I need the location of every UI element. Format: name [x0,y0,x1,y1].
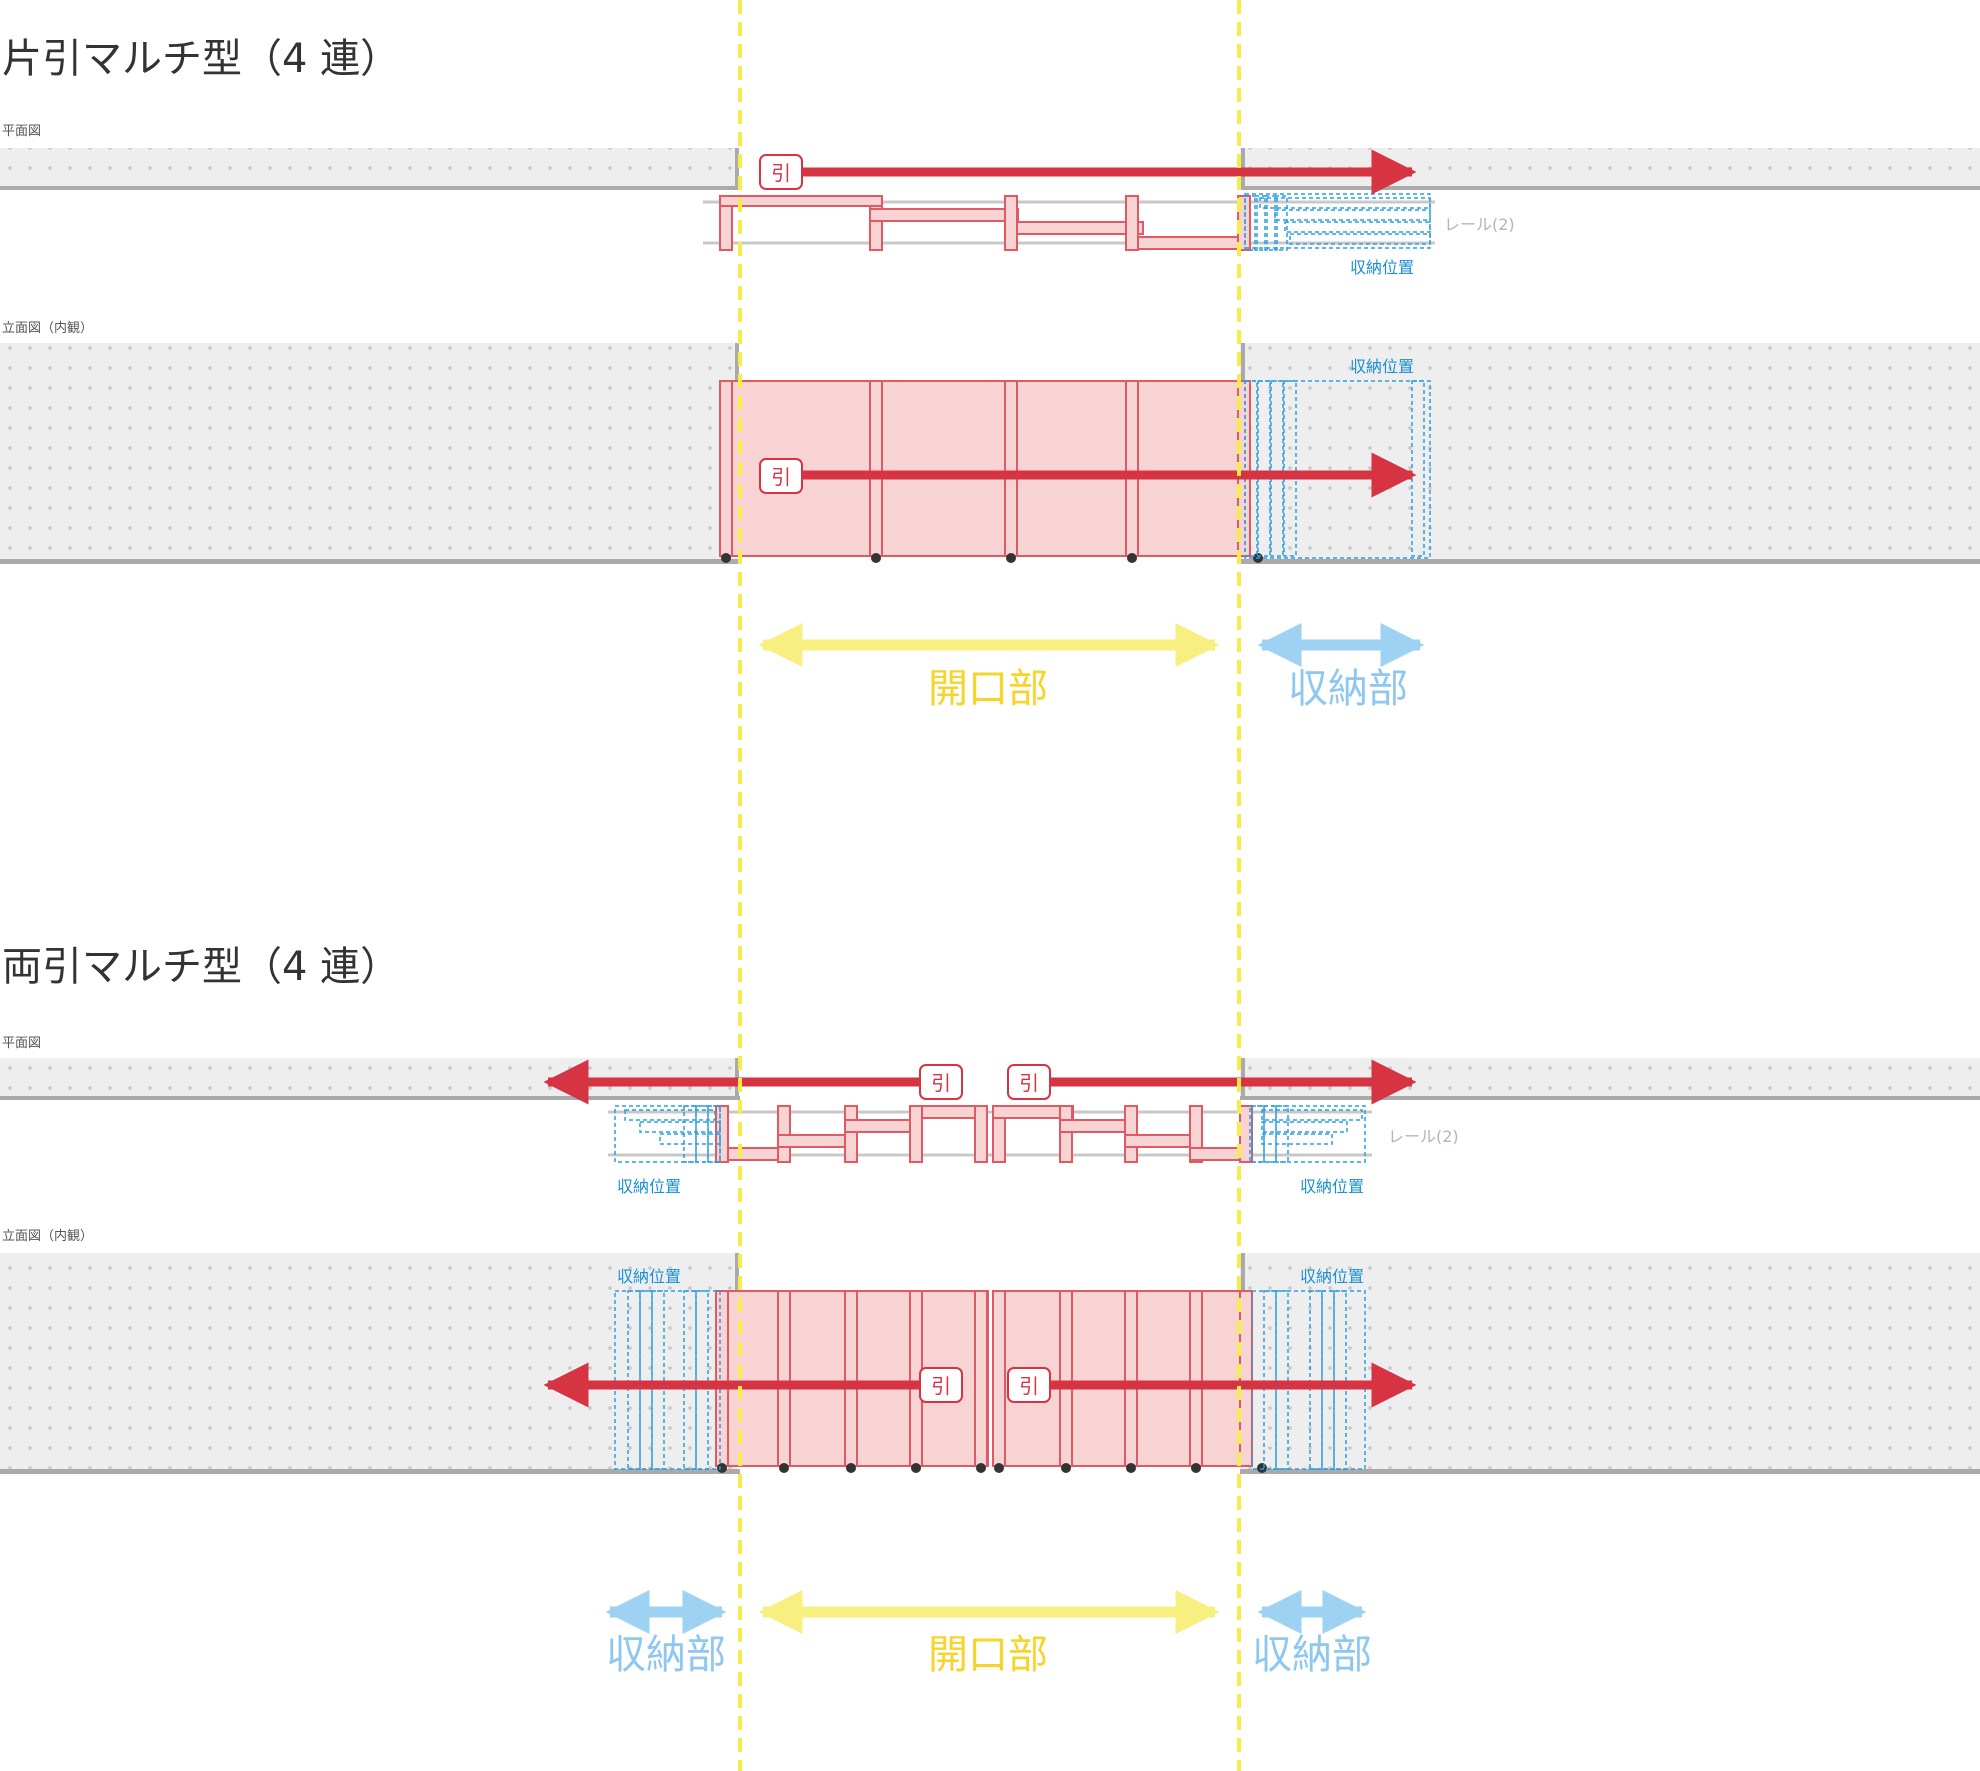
single-elevation-storage-position: 収納位置 [1350,357,1414,376]
svg-text:引: 引 [771,161,791,185]
double-plan-door-panels [715,1105,1253,1163]
svg-text:引: 引 [931,1071,951,1095]
single-elevation-pull-tag: 引 [759,458,803,494]
single-plan-pull-tag: 引 [759,154,803,190]
single-storage-label: 収納部 [1288,666,1408,712]
double-rail-label: レール(2) [1388,1127,1459,1146]
double-elevation-storage-outline-right [1251,1290,1366,1470]
double-elevation-label: 立面図（内観） [2,1228,93,1244]
svg-text:引: 引 [1019,1374,1039,1398]
double-plan-wall-right [1240,1058,1980,1100]
single-plan-storage-outline [1244,193,1431,251]
double-plan-label: 平面図 [2,1036,41,1051]
svg-text:引: 引 [1019,1071,1039,1095]
double-elevation-wall-right [1240,1253,1980,1474]
single-plan-wall-left [0,148,740,190]
double-plan-storage-outline-left [614,1105,721,1163]
double-plan-storage-outline-right [1249,1105,1366,1163]
double-elevation-pull-tag-right: 引 [1007,1367,1051,1403]
double-storage-label-left: 収納部 [606,1632,726,1678]
double-elevation-storage-position-right: 収納位置 [1300,1267,1364,1286]
double-plan-storage-position-right: 収納位置 [1300,1177,1364,1196]
single-elevation-label: 立面図（内観） [2,320,93,336]
opening-guide-lines [738,0,1241,1771]
svg-text:引: 引 [931,1374,951,1398]
single-plan-storage-position: 収納位置 [1350,258,1414,277]
section-double-title: 両引マルチ型（4 連） [2,944,400,990]
double-elevation-storage-position-left: 収納位置 [617,1267,681,1286]
double-elevation-wall-left [0,1253,740,1474]
double-elevation-door [715,1290,1267,1473]
single-opening-label: 開口部 [928,666,1048,712]
double-plan-pull-tag-left: 引 [919,1064,963,1100]
double-plan-pull-tag-right: 引 [1007,1064,1051,1100]
single-elevation-wall-right [1240,343,1980,564]
double-elevation-pull-tag-left: 引 [919,1367,963,1403]
single-plan-door-panels [719,195,1251,251]
svg-text:引: 引 [771,465,791,489]
single-elevation-wall-left [0,343,740,564]
double-elevation-storage-outline-left [614,1290,721,1470]
single-rail-label: レール(2) [1444,215,1515,234]
single-plan-label: 平面図 [2,124,41,139]
section-single-title: 片引マルチ型（4 連） [2,36,400,82]
double-opening-label: 開口部 [928,1632,1048,1678]
single-elevation-storage-outline [1244,380,1431,559]
double-plan-storage-position-left: 収納位置 [617,1177,681,1196]
double-storage-label-right: 収納部 [1252,1632,1372,1678]
